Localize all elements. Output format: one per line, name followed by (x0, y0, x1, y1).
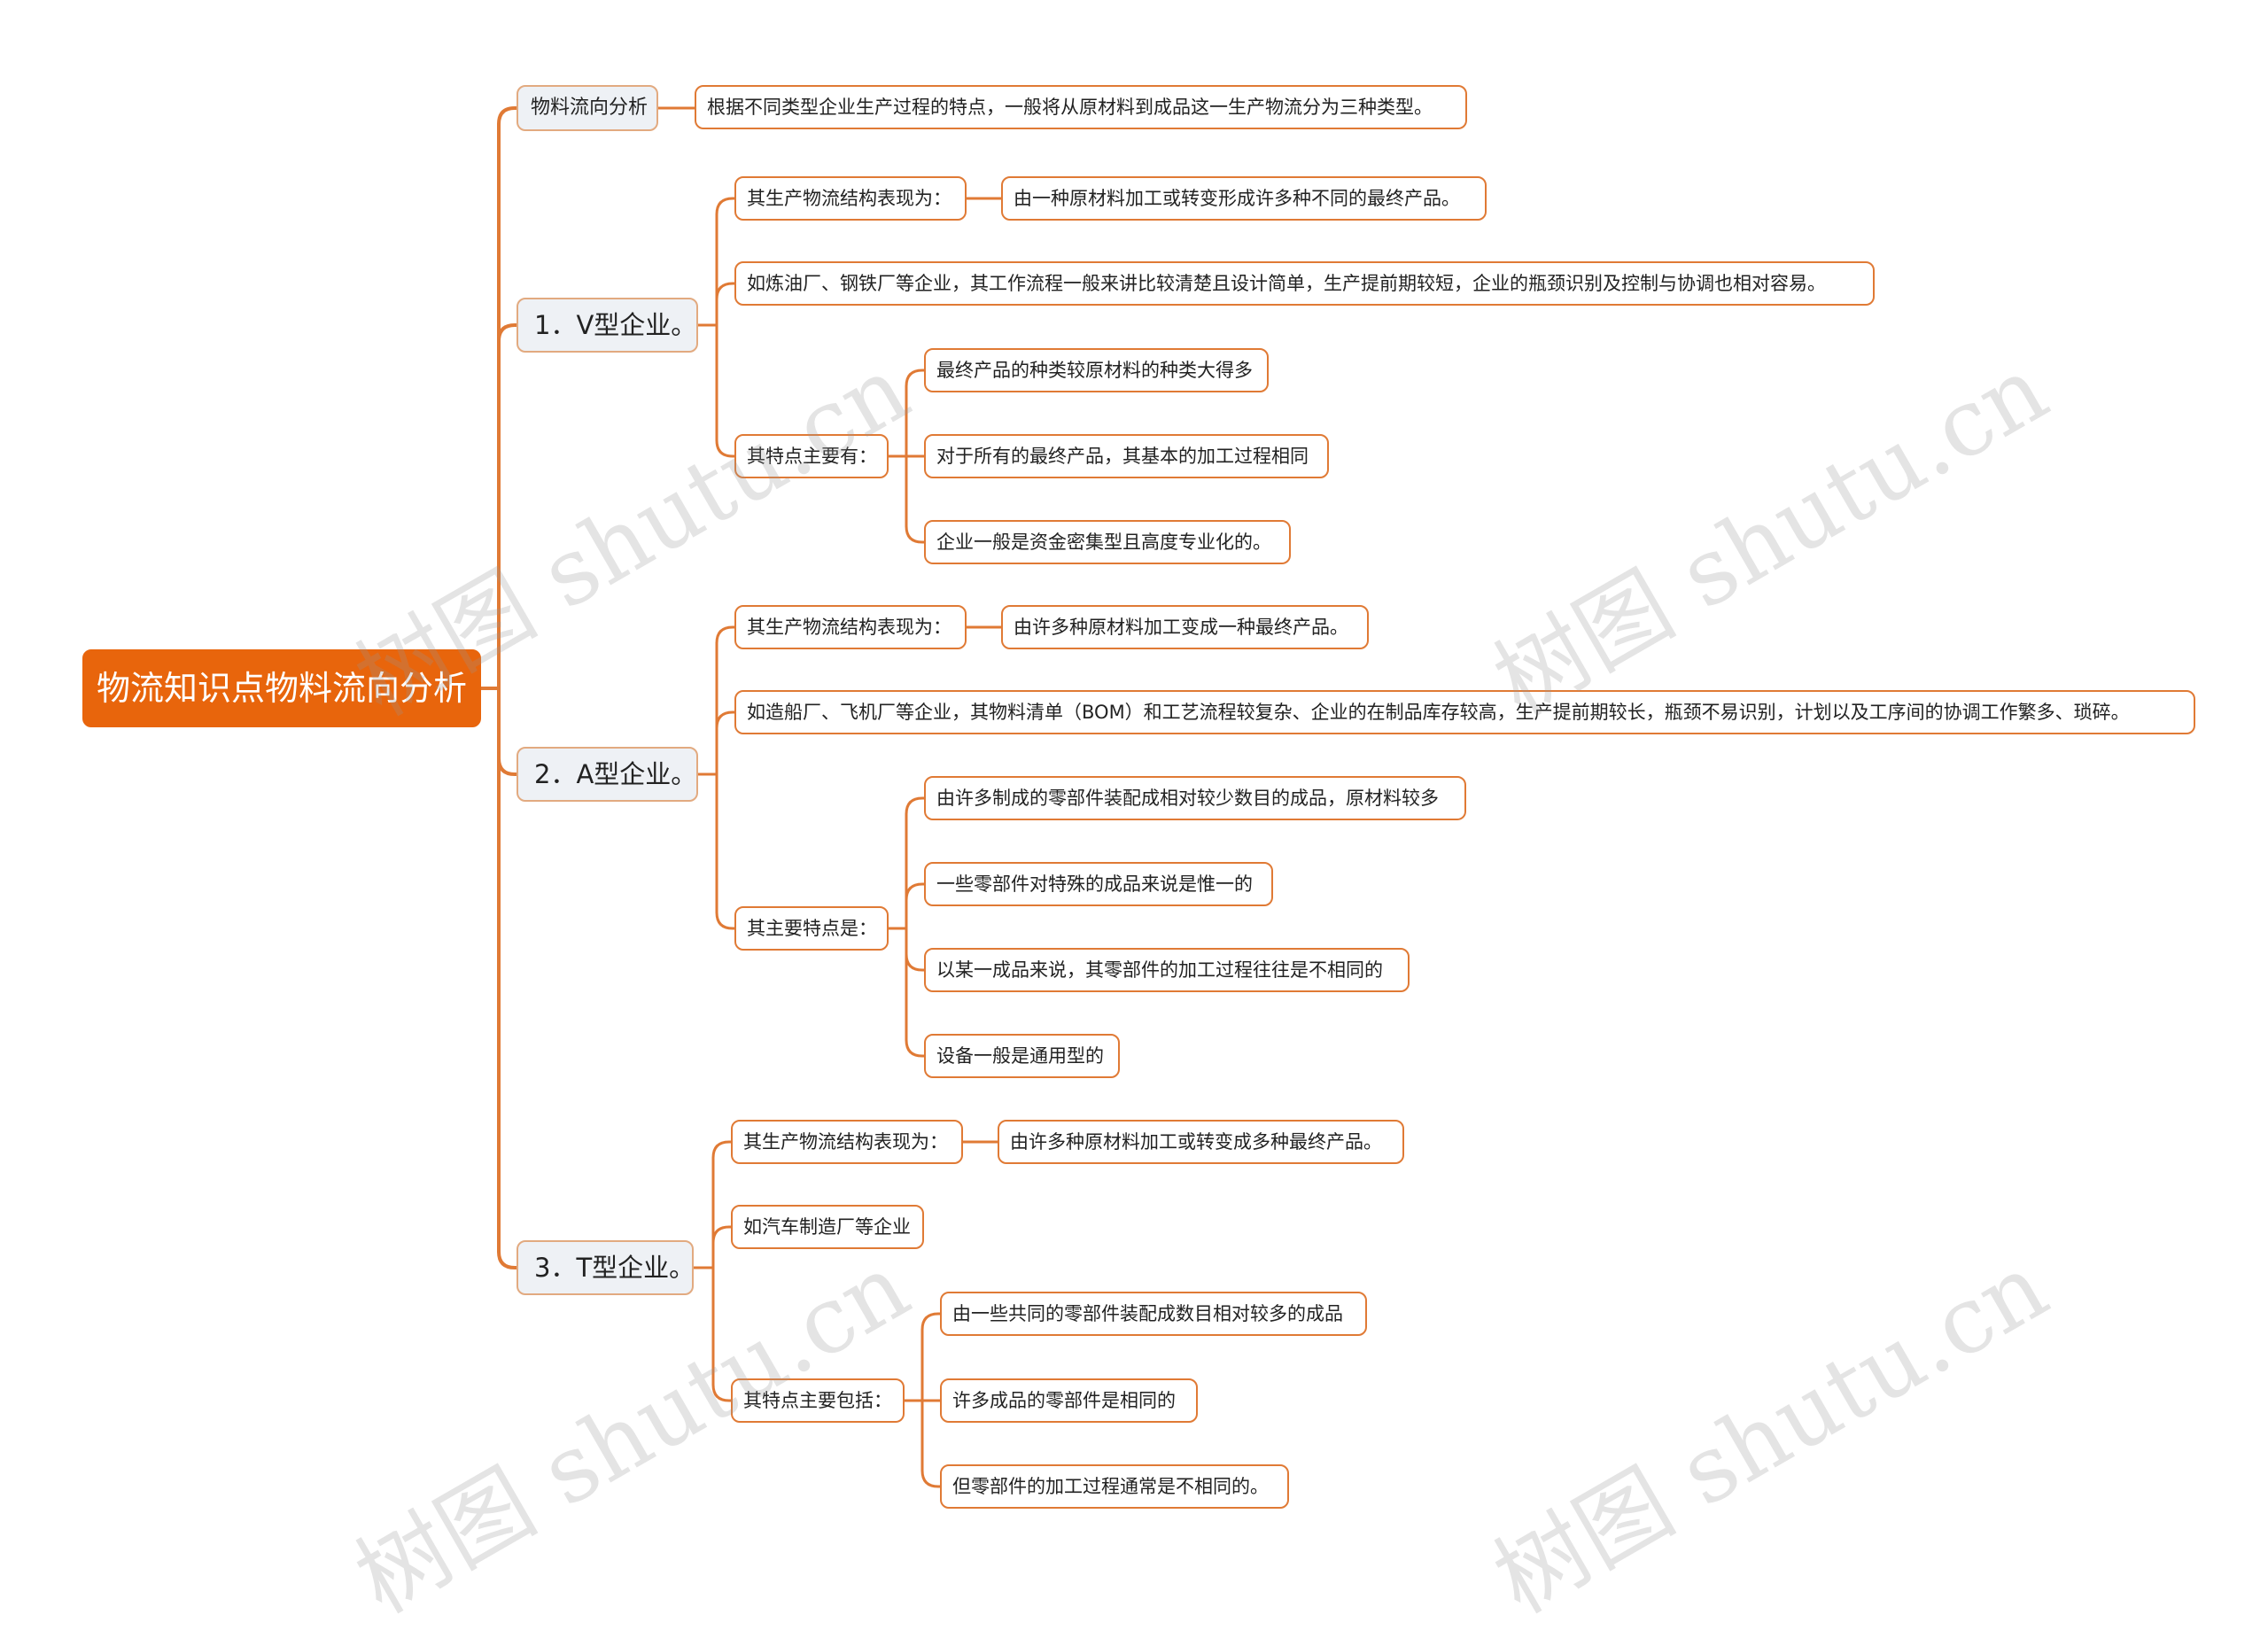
t-feature-item[interactable]: 许多成品的零部件是相同的 (940, 1378, 1198, 1423)
topic-t-type[interactable]: 3．T型企业。 (517, 1240, 694, 1295)
t-example[interactable]: 如汽车制造厂等企业 (731, 1205, 924, 1249)
a-structure-label[interactable]: 其生产物流结构表现为： (734, 605, 967, 649)
t-structure-value[interactable]: 由许多种原材料加工或转变成多种最终产品。 (998, 1120, 1404, 1164)
connector-line (715, 439, 736, 458)
a-feature-item[interactable]: 设备一般是通用型的 (924, 1034, 1120, 1078)
v-structure-value[interactable]: 由一种原材料加工或转变形成许多种不同的最终产品。 (1001, 176, 1487, 221)
connector-line (497, 106, 518, 126)
connector-line (715, 625, 736, 645)
a-features-label[interactable]: 其主要特点是： (734, 906, 889, 951)
a-feature-item[interactable]: 一些零部件对特殊的成品来说是惟一的 (924, 862, 1273, 906)
root-node[interactable]: 物流知识点物料流向分析 (82, 649, 481, 727)
connector-line (920, 1469, 942, 1488)
connector-line (497, 1250, 518, 1269)
t-feature-item[interactable]: 但零部件的加工过程通常是不相同的。 (940, 1464, 1289, 1509)
v-structure-label[interactable]: 其生产物流结构表现为： (734, 176, 967, 221)
connector-line (715, 197, 736, 216)
v-feature-item[interactable]: 企业一般是资金密集型且高度专业化的。 (924, 520, 1291, 564)
t-feature-item[interactable]: 由一些共同的零部件装配成数目相对较多的成品 (940, 1292, 1367, 1336)
connector-line (715, 911, 736, 930)
topic-a-type[interactable]: 2．A型企业。 (517, 747, 698, 802)
a-feature-item[interactable]: 以某一成品来说，其零部件的加工过程往往是不相同的 (924, 948, 1410, 992)
connector-lines (479, 106, 1003, 1488)
t-features-label[interactable]: 其特点主要包括： (731, 1378, 905, 1423)
v-feature-item[interactable]: 对于所有的最终产品，其基本的加工过程相同 (924, 434, 1329, 478)
connector-line (711, 1383, 733, 1402)
overview-description[interactable]: 根据不同类型企业生产过程的特点，一般将从原材料到成品这一生产物流分为三种类型。 (695, 85, 1467, 129)
connector-line (497, 323, 518, 343)
v-feature-item[interactable]: 最终产品的种类较原材料的种类大得多 (924, 348, 1269, 392)
connector-line (497, 757, 518, 776)
a-structure-value[interactable]: 由许多种原材料加工变成一种最终产品。 (1001, 605, 1369, 649)
connector-line (905, 882, 926, 902)
connector-line (905, 369, 926, 388)
connector-line (905, 952, 926, 972)
connector-line (905, 1038, 926, 1058)
connector-line (711, 1225, 733, 1245)
a-feature-item[interactable]: 由许多制成的零部件装配成相对较少数目的成品，原材料较多 (924, 776, 1466, 820)
a-example[interactable]: 如造船厂、飞机厂等企业，其物料清单（BOM）和工艺流程较复杂、企业的在制品库存较… (734, 690, 2195, 734)
v-features-label[interactable]: 其特点主要有： (734, 434, 889, 478)
connector-line (711, 1140, 733, 1160)
t-structure-label[interactable]: 其生产物流结构表现为： (731, 1120, 963, 1164)
connector-line (905, 796, 926, 816)
topic-overview[interactable]: 物料流向分析 (517, 85, 658, 131)
v-example[interactable]: 如炼油厂、钢铁厂等企业，其工作流程一般来讲比较清楚且设计简单，生产提前期较短，企… (734, 261, 1875, 306)
connector-line (715, 710, 736, 730)
topic-v-type[interactable]: 1．V型企业。 (517, 298, 698, 353)
connector-line (905, 524, 926, 544)
connector-line (920, 1312, 942, 1331)
connector-line (715, 282, 736, 301)
